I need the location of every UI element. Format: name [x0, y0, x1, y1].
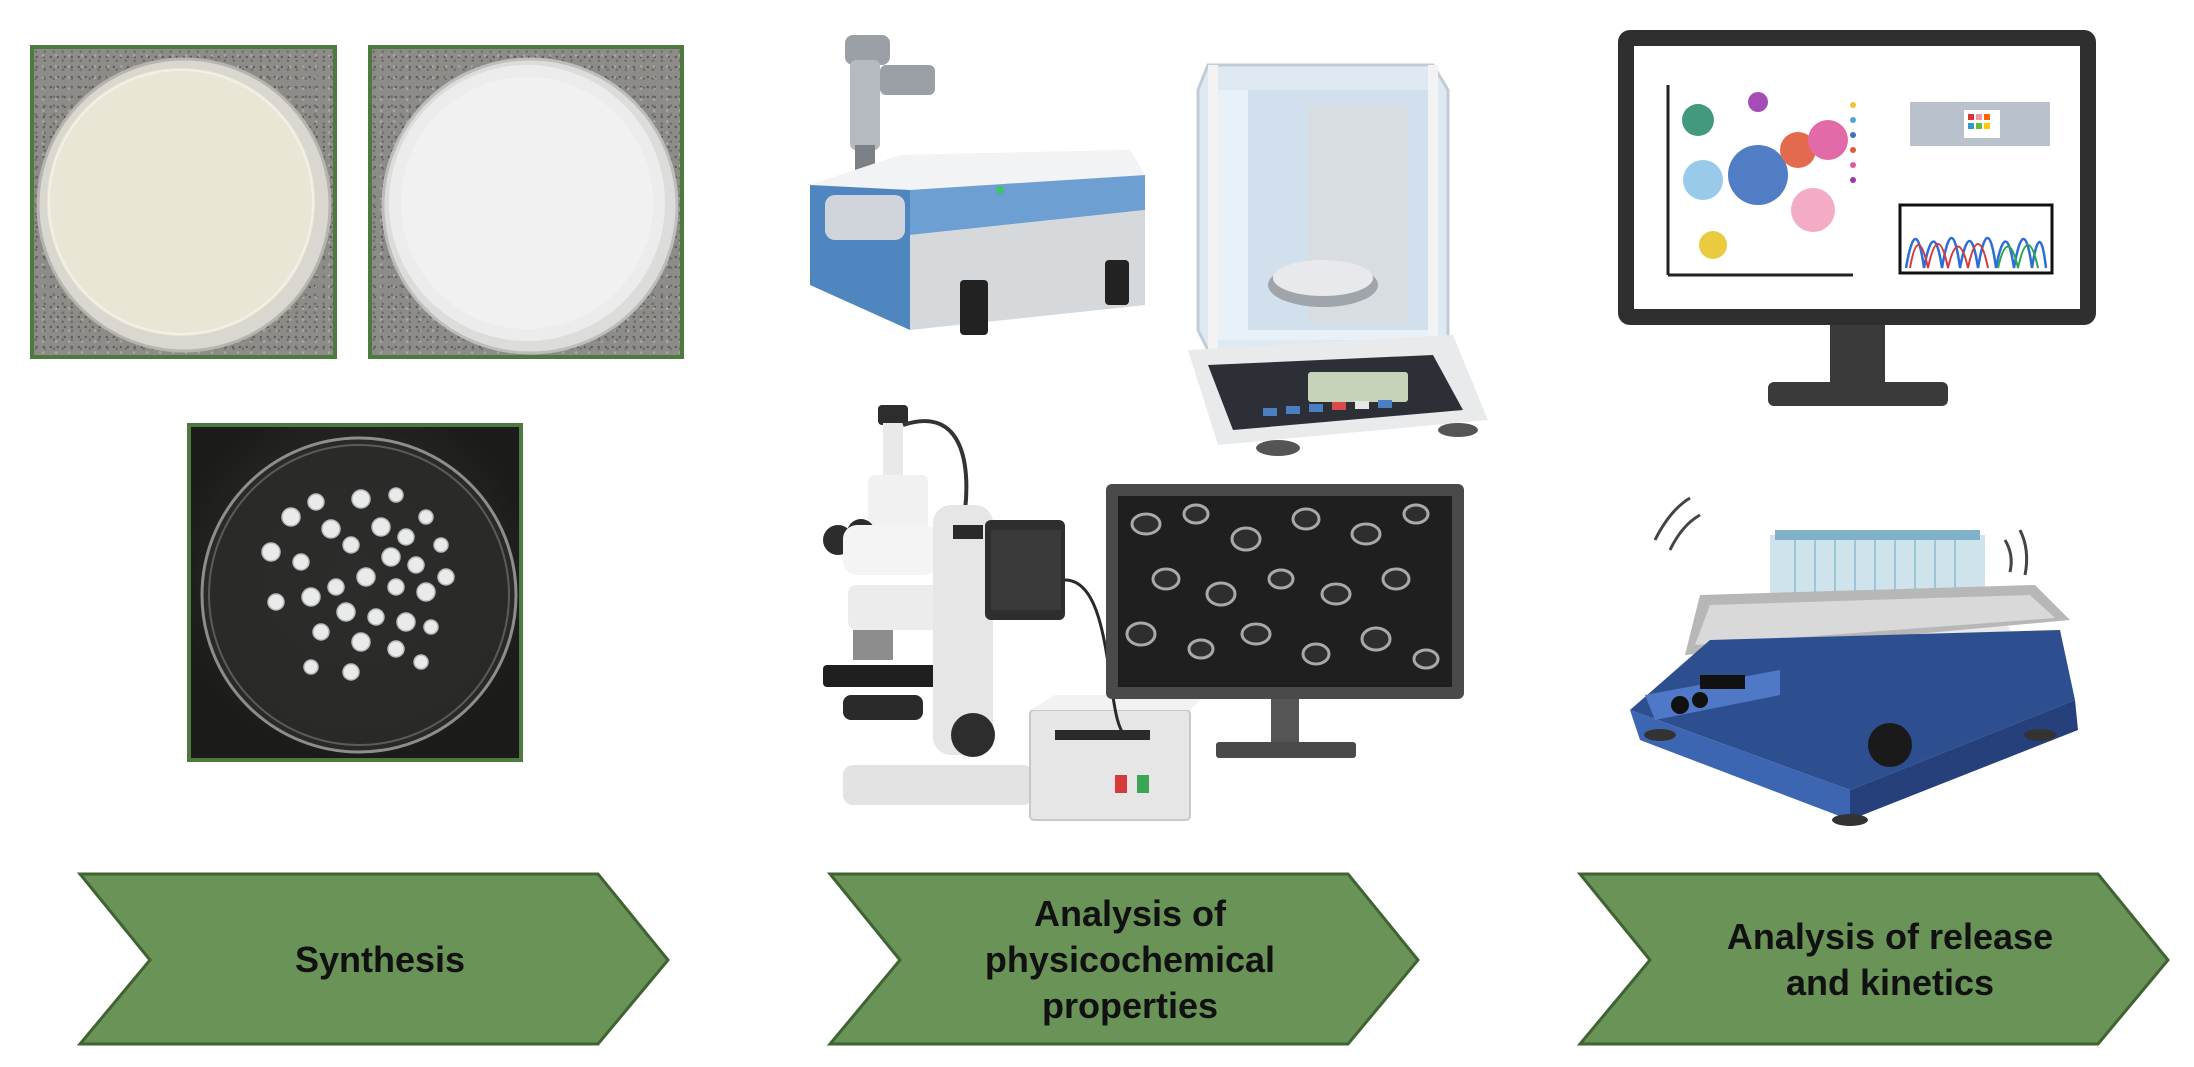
arrow-shape [76, 872, 670, 1046]
petri-dish-cream-film-photo [30, 45, 337, 359]
orbital-shaker-icon [1630, 496, 2078, 826]
stage-arrow-physicochemical [826, 872, 1420, 1046]
camera-controller-icon [985, 520, 1205, 821]
data-monitor-icon [1618, 30, 2096, 406]
stage-arrow-release-kinetics [1576, 872, 2170, 1046]
petri-dish-hydrogel-beads-photo [187, 423, 523, 762]
petri-dish-cream-icon [36, 57, 332, 353]
analytical-balance-icon [1188, 63, 1488, 456]
stage-arrow-synthesis [76, 872, 670, 1046]
hydrogel-beads-icon [200, 436, 518, 754]
image-monitor-icon [1106, 484, 1464, 758]
arrow-shape [826, 872, 1420, 1046]
microscope-icon [823, 405, 1033, 805]
petri-dish-white-film-photo [368, 45, 684, 359]
petri-dish-white-icon [381, 57, 679, 355]
spectrometer-icon [810, 35, 1145, 335]
arrow-shape [1576, 872, 2170, 1046]
